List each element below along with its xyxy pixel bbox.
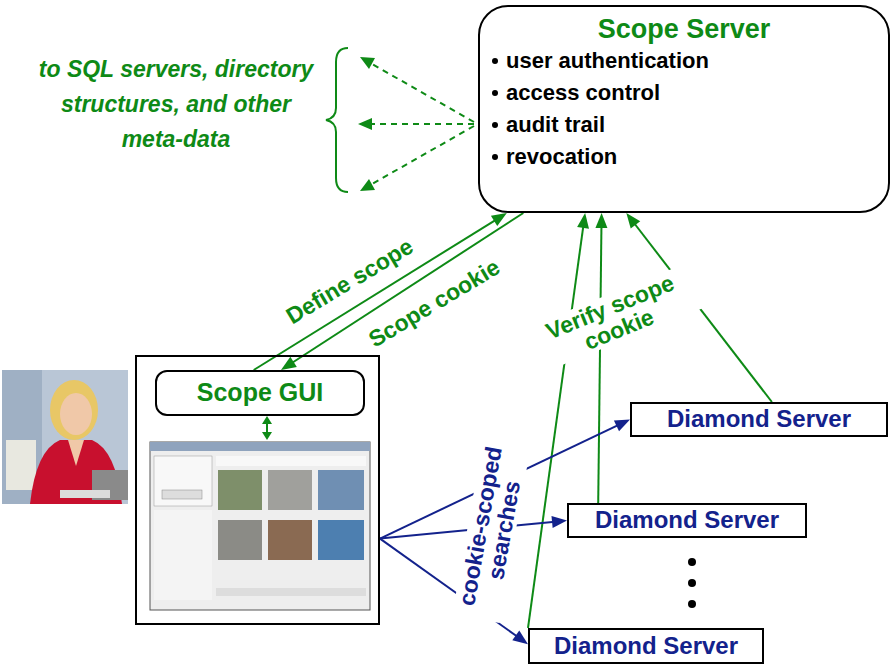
gui-screenshot	[150, 442, 370, 610]
dashed-arrowheads	[358, 57, 375, 191]
arrowhead	[512, 631, 528, 645]
brace	[326, 48, 348, 192]
dashed-arrows	[372, 64, 474, 184]
bullet-row: user authentication	[492, 45, 888, 77]
arrowhead	[281, 357, 297, 370]
bullet-text: revocation	[506, 144, 617, 170]
server-box: Scope Server user authentication access co…	[478, 5, 890, 213]
arrowhead	[551, 516, 567, 528]
gui-box: Scope GUI	[155, 370, 365, 416]
bullet-dot	[492, 90, 498, 96]
arrowhead	[626, 213, 640, 229]
edge-label: cookie-scoped searches	[452, 433, 531, 623]
connector	[254, 213, 507, 370]
bullet-row: revocation	[492, 141, 888, 173]
arrowhead	[614, 420, 630, 432]
bullet-dot	[492, 122, 498, 128]
ellipsis-dots	[688, 558, 696, 608]
bullet-text: user authentication	[506, 48, 709, 74]
bullet-dot	[492, 154, 498, 160]
connector-line	[598, 225, 601, 503]
node-title: Scope Server	[480, 13, 888, 45]
bullet-row: audit trail	[492, 109, 888, 141]
connector-line	[528, 225, 583, 628]
connector	[528, 213, 589, 628]
bullet-text: access control	[506, 80, 660, 106]
server-label: Diamond Server	[667, 406, 851, 432]
server-box-small: Diamond Server	[528, 628, 764, 664]
server-box-small: Diamond Server	[630, 402, 888, 437]
arrowhead	[595, 213, 607, 228]
server-box-small: Diamond Server	[567, 503, 807, 538]
server-label: Diamond Server	[595, 507, 779, 533]
note-text: to SQL servers, directory structures, an…	[36, 52, 316, 157]
bullet-row: access control	[492, 77, 888, 109]
workstation-box: Scope GUI	[135, 355, 380, 625]
gui-link-arrow	[262, 416, 272, 440]
user-photo	[2, 370, 128, 504]
bullet-text: audit trail	[506, 112, 605, 138]
bullet-dot	[492, 58, 498, 64]
edge-label: Verify scope cookie	[526, 264, 703, 373]
server-label: Diamond Server	[554, 633, 738, 659]
gui-label: Scope GUI	[197, 379, 323, 407]
connector	[595, 213, 607, 503]
arrowhead	[577, 213, 589, 229]
